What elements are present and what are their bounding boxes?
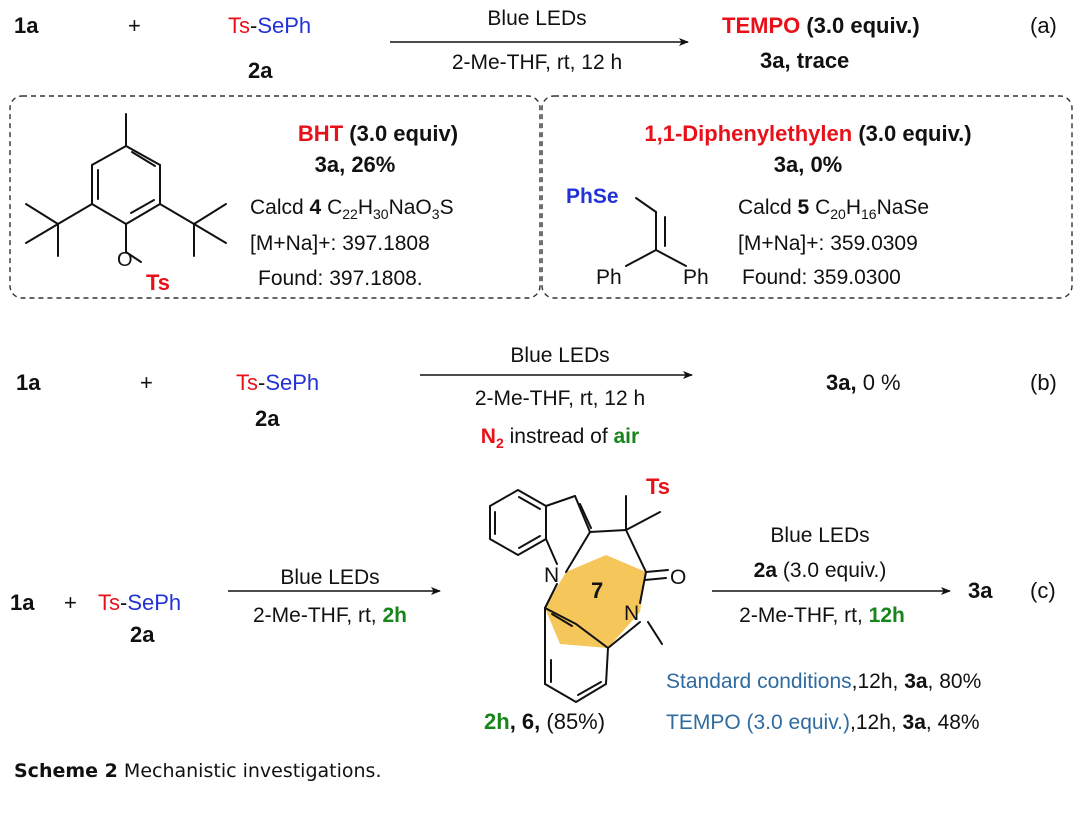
panel-c: 1a + Ts-SePh 2a Blue LEDs 2-Me-THF, rt, … [10, 474, 1056, 734]
bht-trap-box [9, 95, 541, 299]
reagent-ts-seph: Ts-SePh [98, 590, 181, 615]
additive-bht: BHT (3.0 equiv) [298, 121, 458, 146]
final-product-3a: 3a [968, 578, 993, 603]
arrow2-conditions-bottom: 2-Me-THF, rt, 12h [739, 604, 905, 627]
phenyl-left: Ph [596, 266, 622, 289]
reagent-ts-seph: Ts-SePh [228, 13, 311, 38]
result-trace: 3a, trace [760, 48, 849, 73]
product-6-label: 2h, 6, (85%) [484, 709, 605, 734]
atom-oxygen: O [117, 249, 133, 271]
result-b: 3a, 0 % [826, 370, 901, 395]
arrow2-reagent: 2a (3.0 equiv.) [754, 559, 887, 582]
reagent-id-2a: 2a [255, 406, 280, 431]
intermediate-6-structure [489, 489, 669, 703]
atom-ts: Ts [646, 474, 670, 499]
reagent-id-2a: 2a [130, 622, 155, 647]
plus-sign: + [64, 590, 77, 615]
arrow-conditions-top: Blue LEDs [487, 7, 586, 30]
calcd-formula-5: Calcd 5 C20H16NaSe [738, 196, 929, 222]
additive-diphenylethylene: 1,1-Diphenylethylen (3.0 equiv.) [644, 121, 971, 146]
figure-caption: Scheme 2 Mechanistic investigations. [14, 760, 382, 782]
reactant-1a: 1a [16, 370, 41, 395]
caption-label: Scheme 2 [14, 760, 118, 782]
panel-b: 1a + Ts-SePh 2a Blue LEDs 2-Me-THF, rt, … [16, 344, 1057, 451]
result-dpe: 3a, 0% [774, 152, 843, 177]
phenyl-right: Ph [683, 266, 709, 289]
reactant-1a: 1a [10, 590, 35, 615]
mass-calcd-4: [M+Na]+: 397.1808 [250, 232, 430, 255]
panel-label-a: (a) [1030, 13, 1057, 38]
arrow1-conditions-bottom: 2-Me-THF, rt, 2h [253, 604, 407, 627]
caption-text: Mechanistic investigations. [117, 760, 382, 782]
panel-label-b: (b) [1030, 370, 1057, 395]
vinyl-selenide-structure [625, 197, 687, 267]
ring-size-label: 7 [591, 578, 603, 603]
reactant-1a: 1a [14, 13, 39, 38]
plus-sign: + [128, 13, 141, 38]
result-bht: 3a, 26% [315, 152, 396, 177]
arrow-conditions-bottom: 2-Me-THF, rt, 12 h [475, 387, 645, 410]
arrow-conditions-bottom: 2-Me-THF, rt, 12 h [452, 51, 622, 74]
condition-standard: Standard conditions,12h, 3a, 80% [666, 670, 981, 693]
reagent-id-2a: 2a [248, 58, 273, 83]
plus-sign: + [140, 370, 153, 395]
condition-tempo: TEMPO (3.0 equiv.),12h, 3a, 48% [666, 711, 980, 734]
arrow2-conditions-top: Blue LEDs [770, 524, 869, 547]
atmosphere-note: N2 instread of air [481, 425, 639, 451]
mass-calcd-5: [M+Na]+: 359.0309 [738, 232, 918, 255]
atom-oxygen-carbonyl: O [670, 566, 686, 589]
mass-found-4: Found: 397.1808. [258, 267, 423, 290]
atom-nitrogen-amide: N [624, 602, 639, 625]
panel-a: 1a + Ts-SePh 2a Blue LEDs 2-Me-THF, rt, … [9, 7, 1073, 299]
atom-ts: Ts [146, 270, 170, 295]
arrow-conditions-top: Blue LEDs [510, 344, 609, 367]
mass-found-5: Found: 359.0300 [742, 266, 901, 289]
arrow1-conditions-top: Blue LEDs [280, 566, 379, 589]
reagent-ts-seph: Ts-SePh [236, 370, 319, 395]
bht-ts-adduct-structure [25, 113, 227, 263]
dpe-trap-box [541, 95, 1073, 299]
calcd-formula-4: Calcd 4 C22H30NaO3S [250, 196, 454, 222]
atom-nitrogen-indole: N [544, 564, 559, 587]
atom-phse: PhSe [566, 185, 619, 208]
reaction-scheme: 1a + Ts-SePh 2a Blue LEDs 2-Me-THF, rt, … [9, 7, 1073, 734]
panel-label-c: (c) [1030, 578, 1056, 603]
additive-tempo: TEMPO (3.0 equiv.) [722, 13, 920, 38]
